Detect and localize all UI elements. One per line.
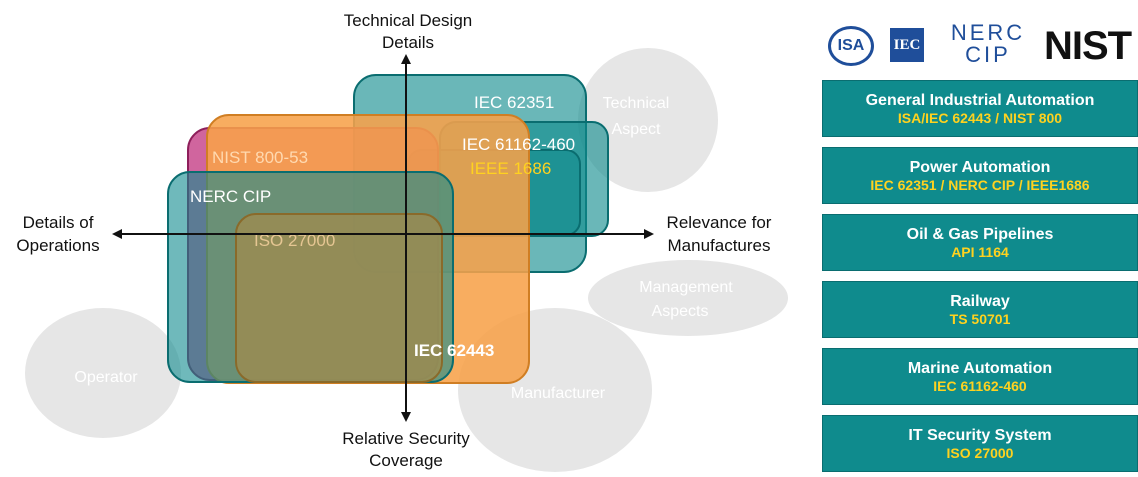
- technical-aspect-label: Technical: [603, 95, 670, 112]
- management-aspects-label-2: Aspects: [652, 303, 709, 320]
- top-axis-label-2: Details: [382, 33, 434, 52]
- sector-standards: TS 50701: [949, 310, 1011, 327]
- circle-labels: Technical Aspect Management Aspects Oper…: [74, 95, 733, 402]
- sector-box-it-security: IT Security System ISO 27000: [822, 415, 1138, 472]
- sector-title: Railway: [950, 292, 1010, 310]
- left-axis-label-2: Operations: [16, 236, 99, 255]
- right-axis-label: Relevance for: [667, 213, 772, 232]
- sector-standards: IEC 61162-460: [933, 377, 1027, 394]
- nerc-cip-logo: NERC CIP: [936, 22, 1040, 66]
- sector-title: Oil & Gas Pipelines: [906, 225, 1054, 243]
- standard-labels: IEC 62351 IEC 61162-460 IEEE 1686 NIST 8…: [190, 93, 575, 360]
- bottom-axis-label: Relative Security: [342, 429, 470, 448]
- technical-aspect-circle: [578, 48, 718, 192]
- sector-standards: API 1164: [951, 243, 1009, 260]
- left-axis-label: Details of: [23, 213, 94, 232]
- sector-box-marine-automation: Marine Automation IEC 61162-460: [822, 348, 1138, 405]
- iec62351-label: IEC 62351: [474, 93, 554, 112]
- sector-title: Power Automation: [909, 158, 1051, 176]
- nerc-logo-bottom: CIP: [965, 42, 1011, 67]
- operator-circle: [25, 308, 181, 438]
- nist-label: NIST 800-53: [212, 148, 308, 167]
- manufacturer-label: Manufacturer: [511, 385, 606, 402]
- sector-standards: IEC 62351 / NERC CIP / IEEE1686: [870, 176, 1090, 193]
- security-standards-diagram: IEC 62351 IEC 61162-460 IEEE 1686 NIST 8…: [16, 11, 788, 472]
- top-axis-label: Technical Design: [344, 11, 473, 30]
- standard-regions: [167, 74, 609, 384]
- ieee1686-label: IEEE 1686: [470, 159, 551, 178]
- nist-logo: NIST: [1044, 24, 1132, 68]
- iec62443-label: IEC 62443: [414, 341, 494, 360]
- sector-title: Marine Automation: [907, 359, 1053, 377]
- iec-logo: IEC: [890, 28, 924, 62]
- sector-box-general-automation: General Industrial Automation ISA/IEC 62…: [822, 80, 1138, 137]
- sector-title: General Industrial Automation: [865, 91, 1095, 109]
- operator-label: Operator: [74, 369, 138, 386]
- organization-logos: ISA IEC NERC CIP NIST: [820, 18, 1138, 80]
- management-aspects-circle: [588, 260, 788, 336]
- axes: [112, 54, 654, 422]
- iso27000-region: [235, 213, 443, 383]
- management-aspects-label: Management: [639, 279, 733, 296]
- technical-aspect-label-2: Aspect: [612, 121, 661, 138]
- sector-box-power-automation: Power Automation IEC 62351 / NERC CIP / …: [822, 147, 1138, 204]
- sector-box-oil-gas: Oil & Gas Pipelines API 1164: [822, 214, 1138, 271]
- sector-title: IT Security System: [908, 426, 1052, 444]
- iec61162-label: IEC 61162-460: [462, 135, 575, 154]
- bottom-axis-label-2: Coverage: [369, 451, 443, 470]
- sector-standards: ISO 27000: [946, 444, 1014, 461]
- nerc-logo-top: NERC: [950, 20, 1026, 45]
- sector-box-railway: Railway TS 50701: [822, 281, 1138, 338]
- right-axis-label-2: Manufactures: [668, 236, 771, 255]
- axis-labels: Technical Design Details Relative Securi…: [16, 11, 771, 470]
- sector-standards: ISA/IEC 62443 / NIST 800: [897, 109, 1063, 126]
- iso27000-label: ISO 27000: [254, 231, 335, 250]
- isa-logo: ISA: [828, 26, 874, 66]
- nerc-label: NERC CIP: [190, 187, 271, 206]
